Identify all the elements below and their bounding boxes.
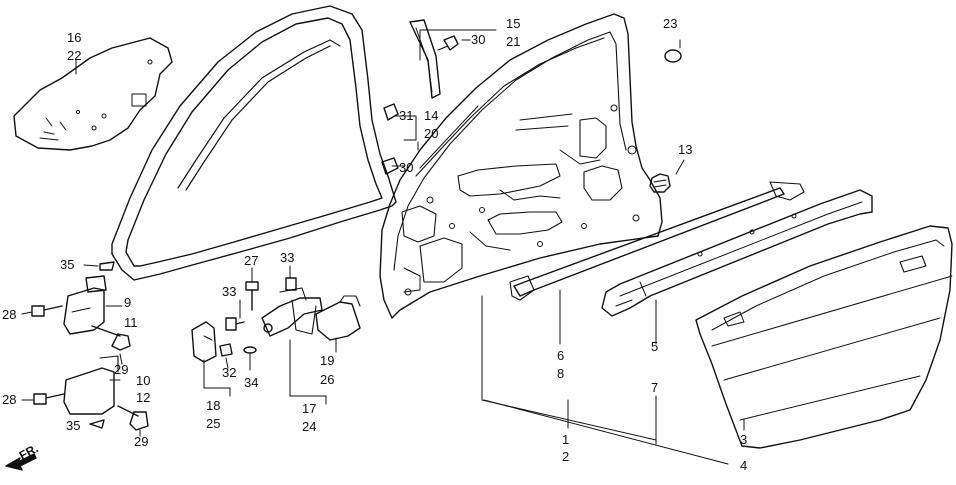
label-23: 23 bbox=[663, 16, 677, 31]
label-34: 34 bbox=[244, 375, 258, 390]
bolt-28-lower bbox=[33, 393, 65, 405]
label-15: 15 bbox=[506, 16, 520, 31]
stopper-13 bbox=[649, 173, 671, 193]
label-14: 14 bbox=[424, 108, 438, 123]
label-20: 20 bbox=[424, 126, 438, 141]
lower-hinge bbox=[63, 355, 119, 415]
bolt-33-right bbox=[285, 277, 297, 291]
label-29-top: 29 bbox=[114, 362, 128, 377]
label-33-right: 33 bbox=[280, 250, 294, 265]
reinforcement-rail bbox=[601, 189, 873, 317]
label-4: 4 bbox=[740, 458, 747, 473]
clip-30-lower bbox=[381, 157, 399, 175]
bolt-33-left bbox=[225, 317, 245, 331]
upper-hinge bbox=[63, 275, 107, 335]
clip-35-lower bbox=[89, 419, 105, 429]
door-frame bbox=[379, 13, 663, 319]
label-31: 31 bbox=[399, 108, 413, 123]
label-24: 24 bbox=[302, 419, 316, 434]
label-25: 25 bbox=[206, 416, 220, 431]
label-26: 26 bbox=[320, 372, 334, 387]
label-13: 13 bbox=[678, 142, 692, 157]
washer-34 bbox=[243, 346, 257, 354]
label-9: 9 bbox=[124, 295, 131, 310]
nut-32 bbox=[219, 343, 233, 357]
label-18: 18 bbox=[206, 398, 220, 413]
door-beam bbox=[509, 181, 805, 301]
label-1: 1 bbox=[562, 432, 569, 447]
label-30-bottom: 30 bbox=[399, 160, 413, 175]
label-11: 11 bbox=[124, 315, 138, 330]
bracket-19 bbox=[315, 295, 361, 341]
leader-lines bbox=[21, 29, 745, 465]
label-28-bottom: 28 bbox=[2, 392, 16, 407]
plug-23 bbox=[664, 49, 682, 63]
part-labels: 16 22 15 21 30 23 31 14 20 30 13 35 28 9… bbox=[2, 16, 747, 473]
label-29-bottom: 29 bbox=[134, 434, 148, 449]
label-10: 10 bbox=[136, 373, 150, 388]
label-32: 32 bbox=[222, 365, 236, 380]
outer-door-skin bbox=[695, 225, 953, 449]
clip-30-upper bbox=[443, 35, 459, 51]
checker-bracket bbox=[191, 321, 217, 363]
door-weatherstrip bbox=[111, 5, 397, 281]
bolt-27 bbox=[245, 281, 259, 311]
front-arrow-icon bbox=[5, 453, 37, 471]
bolt-29-lower bbox=[117, 405, 149, 431]
label-5: 5 bbox=[651, 339, 658, 354]
label-19: 19 bbox=[320, 353, 334, 368]
label-8: 8 bbox=[557, 366, 564, 381]
label-30-top: 30 bbox=[471, 32, 485, 47]
label-28-top: 28 bbox=[2, 307, 16, 322]
clip-35-upper bbox=[99, 261, 115, 271]
door-shield-sheet bbox=[13, 37, 173, 151]
label-22: 22 bbox=[67, 48, 81, 63]
clip-31 bbox=[383, 103, 399, 121]
bolt-28-upper bbox=[31, 305, 63, 317]
label-21: 21 bbox=[506, 34, 520, 49]
label-3: 3 bbox=[740, 432, 747, 447]
sash-molding bbox=[409, 19, 441, 99]
label-7: 7 bbox=[651, 380, 658, 395]
bolt-29-upper bbox=[91, 325, 131, 351]
label-35-top: 35 bbox=[60, 257, 74, 272]
label-12: 12 bbox=[136, 390, 150, 405]
door-checker bbox=[261, 287, 323, 337]
label-6: 6 bbox=[557, 348, 564, 363]
label-27: 27 bbox=[244, 253, 258, 268]
label-16: 16 bbox=[67, 30, 81, 45]
label-35-bottom: 35 bbox=[66, 418, 80, 433]
label-17: 17 bbox=[302, 401, 316, 416]
front-direction-label: FR. bbox=[17, 441, 41, 462]
label-33-left: 33 bbox=[222, 284, 236, 299]
label-2: 2 bbox=[562, 449, 569, 464]
